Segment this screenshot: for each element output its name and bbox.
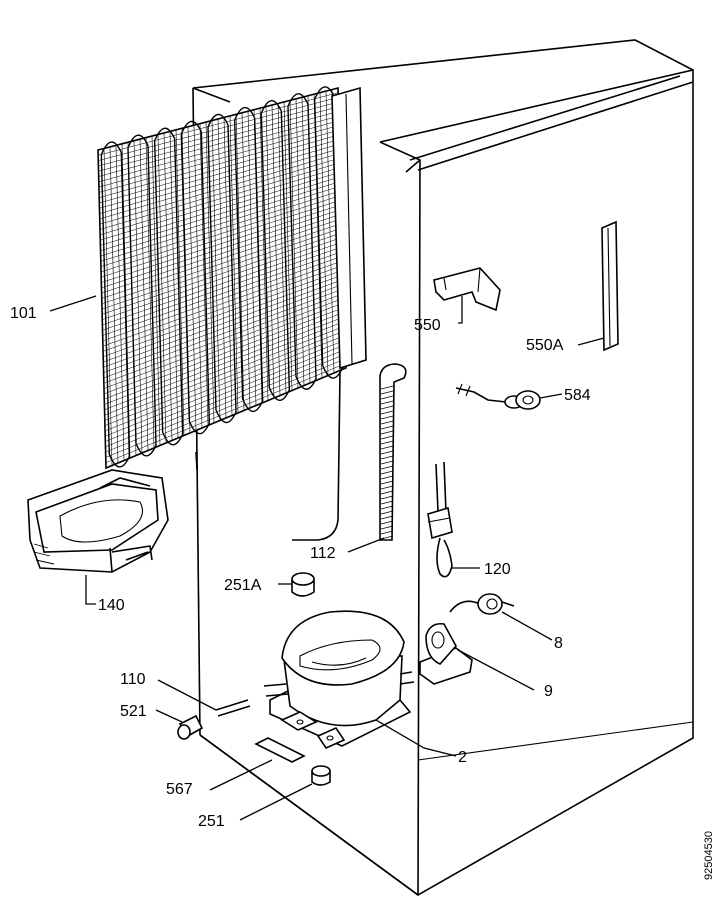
label-112: 112 — [310, 545, 336, 562]
drawing-code: 92504530 — [703, 831, 715, 880]
condenser-grid — [98, 89, 346, 466]
insulated-tube-112 — [379, 363, 407, 541]
label-120: 120 — [484, 561, 511, 578]
label-521: 521 — [120, 703, 147, 720]
pipe-110 — [215, 699, 251, 717]
label-550a: 550A — [526, 337, 564, 354]
label-584: 584 — [564, 387, 591, 404]
condenser-coil — [97, 86, 367, 541]
grommet-251a — [291, 572, 315, 597]
label-8: 8 — [554, 635, 563, 652]
condenser-tubes — [100, 86, 344, 468]
relay-8 — [449, 593, 515, 615]
label-2: 2 — [458, 749, 467, 766]
label-251a: 251A — [224, 577, 262, 594]
grommet-251 — [311, 765, 331, 786]
leader-lines — [49, 295, 605, 821]
label-550: 550 — [414, 317, 441, 334]
strip-550a — [601, 220, 619, 352]
plate-567 — [254, 737, 306, 763]
label-251: 251 — [198, 813, 225, 830]
label-567: 567 — [166, 781, 193, 798]
drip-tray — [27, 469, 169, 573]
plug-521 — [177, 714, 204, 740]
grommet-584 — [455, 383, 541, 410]
label-101: 101 — [10, 305, 37, 322]
label-110: 110 — [120, 671, 146, 688]
sensor-120 — [427, 461, 453, 578]
bracket-550 — [433, 267, 501, 312]
label-9: 9 — [544, 683, 553, 700]
label-140: 140 — [98, 597, 125, 614]
compressor-2 — [263, 610, 415, 750]
callout-labels: 101 140 112 120 550 550A 584 251A 8 9 11… — [10, 305, 591, 830]
starter-9 — [419, 622, 473, 685]
tube-hatch — [380, 385, 394, 540]
